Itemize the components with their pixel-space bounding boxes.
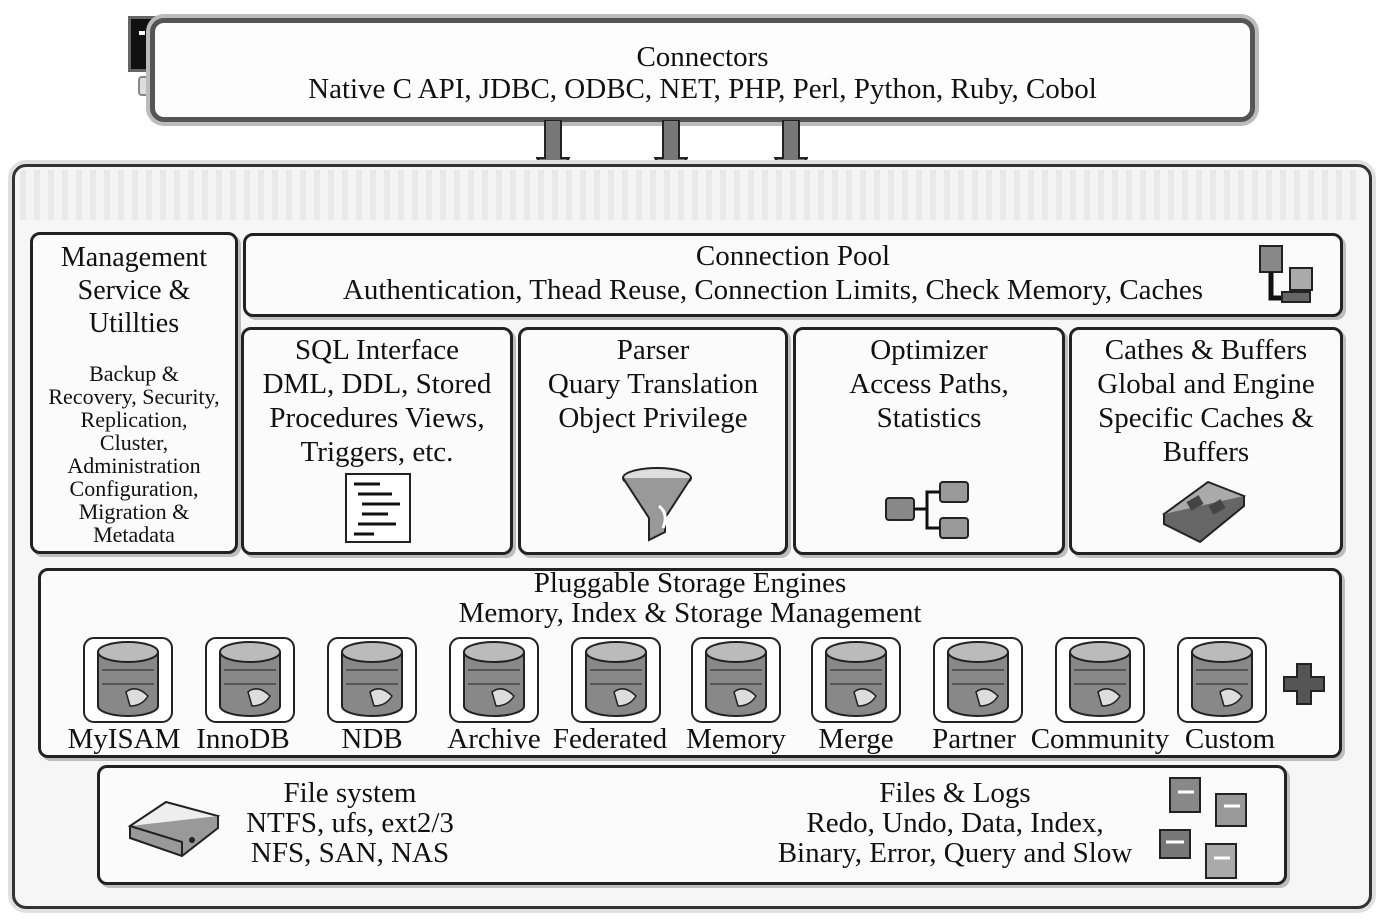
sql-script-icon [345,473,411,543]
sql-interface-line: DML, DDL, Stored [262,368,492,400]
database-icon [205,637,295,723]
flowchart-icon [885,481,969,539]
log-files-icon [1159,777,1247,879]
database-icon [1177,637,1267,723]
sql-interface-line: SQL Interface [295,334,459,366]
files-logs-line: Binary, Error, Query and Slow [777,837,1133,869]
optimizer-line: Access Paths, [849,368,1009,400]
server-header-band [20,170,1360,220]
connection-pool-box: Connection Pool Authentication, Thead Re… [243,233,1343,317]
connection-pool-detail: Authentication, Thead Reuse, Connection … [342,274,1204,306]
sql-interface-box: SQL Interface DML, DDL, Stored Procedure… [241,327,513,555]
optimizer-line: Optimizer [870,334,988,366]
management-detail-line: Migration & [78,499,190,524]
management-services-box: Management Service & Utillties Backup & … [30,232,238,554]
caches-line: Global and Engine [1097,368,1315,400]
database-icon [811,637,901,723]
engine-label: InnoDB [196,723,290,755]
parser-box: Parser Quary Translation Object Privileg… [518,327,788,555]
management-title-line: Management [60,242,208,273]
parser-line: Object Privilege [558,402,748,434]
management-detail-line: Configuration, [69,476,199,501]
network-icon [1259,245,1313,303]
management-detail-line: Administration [67,453,201,478]
caches-line: Cathes & Buffers [1104,334,1308,366]
parser-line: Quary Translation [547,368,759,400]
database-icon [327,637,417,723]
caches-buffers-box: Cathes & Buffers Global and Engine Speci… [1069,327,1343,555]
management-detail-line: Cluster, [99,430,169,455]
connectors-title: Connectors [636,41,769,73]
engine-label: NDB [341,723,403,755]
caches-line: Buffers [1162,436,1250,468]
plus-icon [1283,663,1325,705]
sql-interface-line: Procedures Views, [269,402,485,434]
management-title-line: Service & [77,275,191,306]
management-title-line: Utillties [88,308,180,339]
management-detail-line: Metadata [93,522,175,547]
storage-engines-title: Pluggable Storage Engines [533,567,847,599]
engine-label: Merge [818,723,894,755]
engine-label: Memory [686,723,786,755]
optimizer-box: Optimizer Access Paths, Statistics [793,327,1065,555]
engine-label: Partner [932,723,1016,755]
files-logs-line: Files & Logs [879,777,1031,809]
engine-label: MyISAM [67,723,181,755]
files-logs-line: Redo, Undo, Data, Index, [806,807,1104,839]
database-icon [571,637,661,723]
database-icon [1055,637,1145,723]
engine-label: Federated [552,723,668,755]
sql-interface-line: Triggers, etc. [300,436,454,468]
database-icon [691,637,781,723]
database-icon [83,637,173,723]
file-system-box: File system NTFS, ufs, ext2/3 NFS, SAN, … [97,765,1287,885]
engine-label: Community [1030,723,1170,755]
funnel-icon [622,467,692,542]
hard-drive-icon [127,800,221,858]
memory-chip-icon [1162,480,1246,544]
file-system-line: NTFS, ufs, ext2/3 [246,807,454,839]
file-system-line: NFS, SAN, NAS [250,837,450,869]
parser-line: Parser [616,334,690,366]
database-icon [933,637,1023,723]
database-icon [449,637,539,723]
caches-line: Specific Caches & [1098,402,1314,434]
optimizer-line: Statistics [876,402,982,434]
engine-label: Archive [447,723,541,755]
management-detail-line: Recovery, Security, [48,384,220,409]
connection-pool-title: Connection Pool [695,240,891,272]
engine-label: Custom [1184,723,1276,755]
management-detail-line: Replication, [80,407,188,432]
connectors-box: Connectors Native C API, JDBC, ODBC, NET… [150,18,1255,122]
management-detail-line: Backup & [89,361,179,386]
file-system-line: File system [283,777,417,809]
storage-engines-subtitle: Memory, Index & Storage Management [458,597,922,629]
connectors-list: Native C API, JDBC, ODBC, NET, PHP, Perl… [308,73,1097,105]
